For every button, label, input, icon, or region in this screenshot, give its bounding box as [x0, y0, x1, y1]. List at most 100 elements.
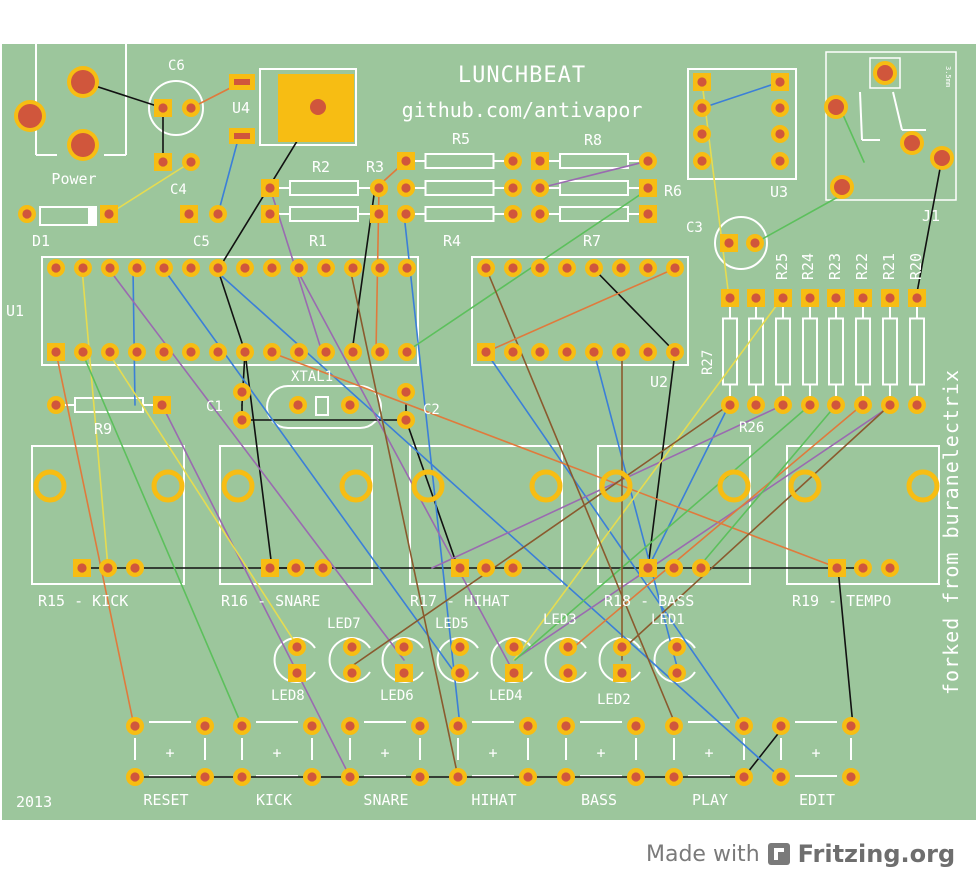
trace-o7: [485, 267, 677, 353]
led-label: LED8: [271, 688, 305, 704]
pot-mount-left-0: [33, 469, 67, 503]
pot-label: R17 - HIHAT: [410, 592, 509, 610]
pad-hole: [508, 209, 518, 219]
j1-line: [859, 91, 863, 141]
trace-g2: [754, 196, 839, 244]
pad-hole: [535, 347, 545, 357]
pad-hole: [401, 415, 411, 425]
trace-j1: [915, 157, 943, 299]
pad-hole: [348, 263, 358, 273]
pad-hole: [200, 721, 210, 731]
pad-hole: [213, 347, 223, 357]
resistor-net-label: R21: [880, 253, 898, 280]
pad-hole: [267, 263, 277, 273]
pad-hole: [724, 238, 734, 248]
pad-hole: [751, 400, 761, 410]
pad-hole: [401, 209, 411, 219]
pot-mount-right-2: [529, 469, 563, 503]
trace-g4: [81, 351, 243, 727]
resistor-label: R7: [583, 232, 601, 250]
trace-br4: [621, 404, 891, 651]
led-label: LED1: [651, 612, 685, 628]
trace-b6: [647, 404, 730, 569]
pad-hole: [307, 772, 317, 782]
trace-br3: [351, 404, 730, 667]
pad-hole: [159, 263, 169, 273]
pad-hole: [617, 642, 627, 652]
pad-hole: [237, 387, 247, 397]
pad-hole: [402, 263, 412, 273]
trace-b1: [132, 267, 136, 406]
pot-outline-1: [219, 445, 373, 585]
pad-hole: [775, 77, 785, 87]
pad-hole: [51, 400, 61, 410]
resistor-net-label: R20: [907, 253, 925, 280]
crystal-label: XTAL1: [291, 369, 333, 385]
jack-size-label: 3.5mm: [944, 66, 952, 87]
trace-y4: [108, 161, 192, 215]
led-label: LED3: [543, 612, 577, 628]
pad-hole: [562, 347, 572, 357]
pad-hole: [265, 209, 275, 219]
pad-hole: [130, 563, 140, 573]
led-outline-1: [328, 637, 371, 683]
trace-b2: [485, 351, 745, 727]
trace-g1: [697, 404, 837, 569]
pad-hole: [535, 183, 545, 193]
pad-hole: [132, 263, 142, 273]
pot-mount-right-3: [717, 469, 751, 503]
pad-hole: [778, 400, 788, 410]
pad-hole: [858, 563, 868, 573]
pad-hole: [535, 156, 545, 166]
pad-hole: [643, 563, 653, 573]
pad-hole: [739, 721, 749, 731]
trace-play: [743, 729, 782, 778]
pad-hole: [157, 400, 167, 410]
cap-label: C3: [686, 220, 703, 236]
pad-hole: [846, 772, 856, 782]
resistor-label: R5: [452, 130, 470, 148]
pad-hole: [375, 263, 385, 273]
pad-hole: [643, 347, 653, 357]
pad-hole: [725, 400, 735, 410]
led-label: LED7: [327, 616, 361, 632]
resistor-label: R8: [584, 131, 602, 149]
button-label: KICK: [256, 791, 292, 809]
button-plus-mark: +: [380, 744, 389, 762]
pad-hole: [265, 563, 275, 573]
pad-hole: [508, 156, 518, 166]
pad-hole: [697, 156, 707, 166]
pad-hole: [846, 721, 856, 731]
pad-hole: [509, 642, 519, 652]
pad-hole: [669, 721, 679, 731]
pad-hole: [697, 129, 707, 139]
fritzing-brand: Fritzing.org: [797, 840, 956, 868]
button-label: EDIT: [799, 791, 835, 809]
resistor-net-label: R27: [700, 350, 716, 375]
c3-outline: [714, 216, 768, 270]
led-label: LED6: [380, 688, 414, 704]
pad-hole: [670, 347, 680, 357]
button-label: SNARE: [363, 791, 408, 809]
button-plus-mark: +: [596, 744, 605, 762]
pad-hole: [725, 293, 735, 303]
pad-hole: [186, 157, 196, 167]
pad-hole: [186, 263, 196, 273]
power-label: Power: [51, 170, 96, 188]
pad-hole: [51, 263, 61, 273]
pad-hole: [78, 263, 88, 273]
pad-hole: [858, 293, 868, 303]
diode-label: D1: [32, 232, 50, 250]
button-label: HIHAT: [471, 791, 516, 809]
pad-hole: [481, 347, 491, 357]
board-credit: forked from buranelectrix: [939, 369, 963, 695]
trace-tempo: [837, 567, 854, 727]
pad-hole: [831, 293, 841, 303]
board-title: LUNCHBEAT: [458, 63, 586, 88]
pad-hole: [345, 400, 355, 410]
pad-hole: [401, 183, 411, 193]
pad-hole: [291, 563, 301, 573]
pot-mount-left-3: [599, 469, 633, 503]
resistor-label: R4: [443, 232, 461, 250]
pad-hole: [78, 347, 88, 357]
